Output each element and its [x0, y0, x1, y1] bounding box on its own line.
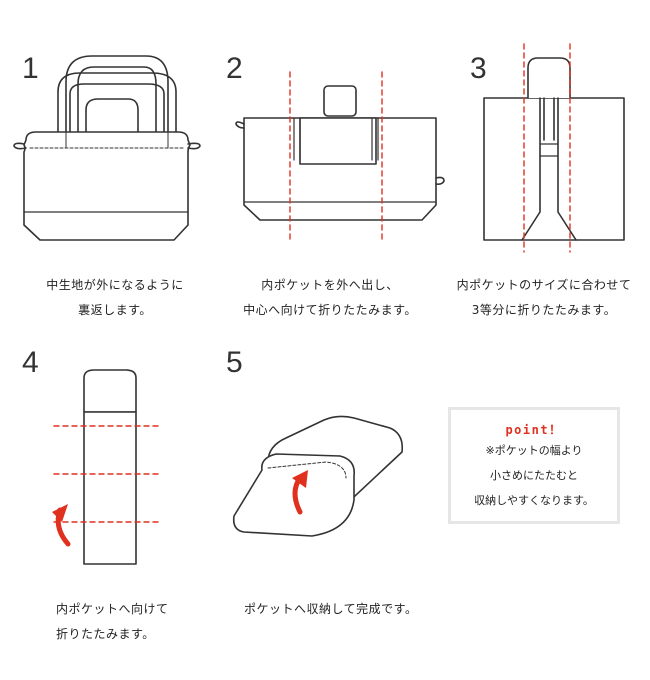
step3-caption-line2: 3等分に折りたたみます。	[471, 303, 617, 317]
step3-bag-illustration	[483, 57, 625, 241]
step-number-1: 1	[22, 52, 39, 85]
point-title: point！	[505, 423, 563, 437]
step1-caption-line2: 裏返します。	[78, 303, 152, 317]
point-line: ※ポケットの幅より	[485, 444, 583, 457]
step2-bag-illustration	[235, 85, 445, 221]
step-number-3: 3	[470, 52, 487, 85]
step3-caption-line1: 内ポケットのサイズに合わせて	[456, 278, 632, 292]
step4-caption-line1: 内ポケットへ向けて	[56, 602, 169, 616]
step5-pouch-illustration	[232, 415, 404, 537]
step-number-2: 2	[226, 52, 243, 85]
step4-caption: 内ポケットへ向けて 折りたたみます。	[56, 597, 236, 647]
step1-caption-line1: 中生地が外になるように	[46, 278, 184, 292]
step-number-4: 4	[22, 346, 39, 379]
step2-caption-line1: 内ポケットを外へ出し、	[261, 278, 399, 292]
point-line: 収納しやすくなります。	[474, 494, 594, 507]
step2-caption-line2: 中心へ向けて折りたたみます。	[243, 303, 417, 317]
step2-caption: 内ポケットを外へ出し、 中心へ向けて折りたたみます。	[220, 273, 440, 323]
step-number-5: 5	[226, 346, 243, 379]
step4-folded-illustration	[83, 369, 137, 565]
point-line: 小さめにたたむと	[490, 469, 578, 482]
step4-caption-line2: 折りたたみます。	[56, 627, 155, 641]
step1-caption: 中生地が外になるように 裏返します。	[10, 273, 220, 323]
step1-bag-illustration	[13, 55, 201, 241]
step5-caption-line1: ポケットへ収納して完成です。	[244, 602, 418, 616]
step3-caption: 内ポケットのサイズに合わせて 3等分に折りたたみます。	[440, 273, 648, 323]
point-note-box: point！ ※ポケットの幅より 小さめにたたむと 収納しやすくなります。	[448, 407, 620, 524]
step5-caption: ポケットへ収納して完成です。	[244, 597, 454, 622]
